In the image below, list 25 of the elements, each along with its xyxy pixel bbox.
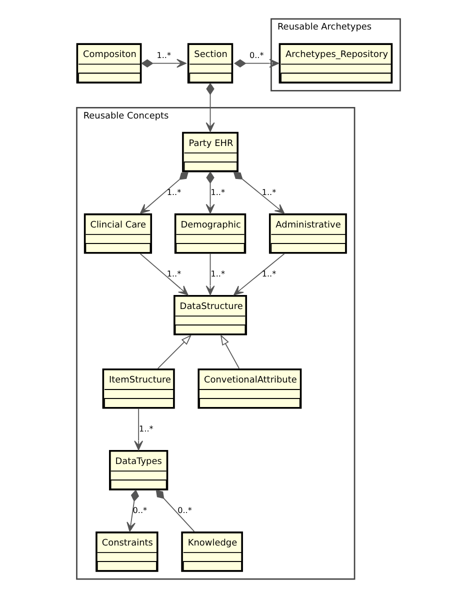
arrow — [220, 334, 240, 369]
edge-label: 0..* — [249, 51, 264, 60]
connector — [155, 490, 194, 532]
edge-label: 1..* — [261, 188, 276, 197]
edge-label: 1..* — [156, 51, 171, 60]
arrow — [232, 172, 284, 214]
edge-label: 1..* — [261, 269, 276, 278]
arrow — [233, 58, 279, 68]
edge-label: 0..* — [132, 506, 147, 515]
edge-label: 1..* — [166, 188, 181, 197]
arrow — [205, 82, 214, 132]
arrow — [205, 253, 214, 296]
edge-label: 1..* — [166, 269, 181, 278]
arrow — [233, 253, 284, 296]
arrow — [139, 172, 188, 214]
arrow — [134, 408, 143, 450]
arrow — [126, 490, 139, 532]
arrow — [139, 253, 188, 296]
edge-label: 0..* — [177, 506, 192, 515]
arrow — [156, 334, 192, 369]
edge-label: 1..* — [210, 269, 225, 278]
edge-label: 1..* — [210, 188, 225, 197]
edge-label: 1..* — [138, 424, 153, 434]
arrow — [205, 171, 214, 214]
arrow — [140, 58, 186, 68]
